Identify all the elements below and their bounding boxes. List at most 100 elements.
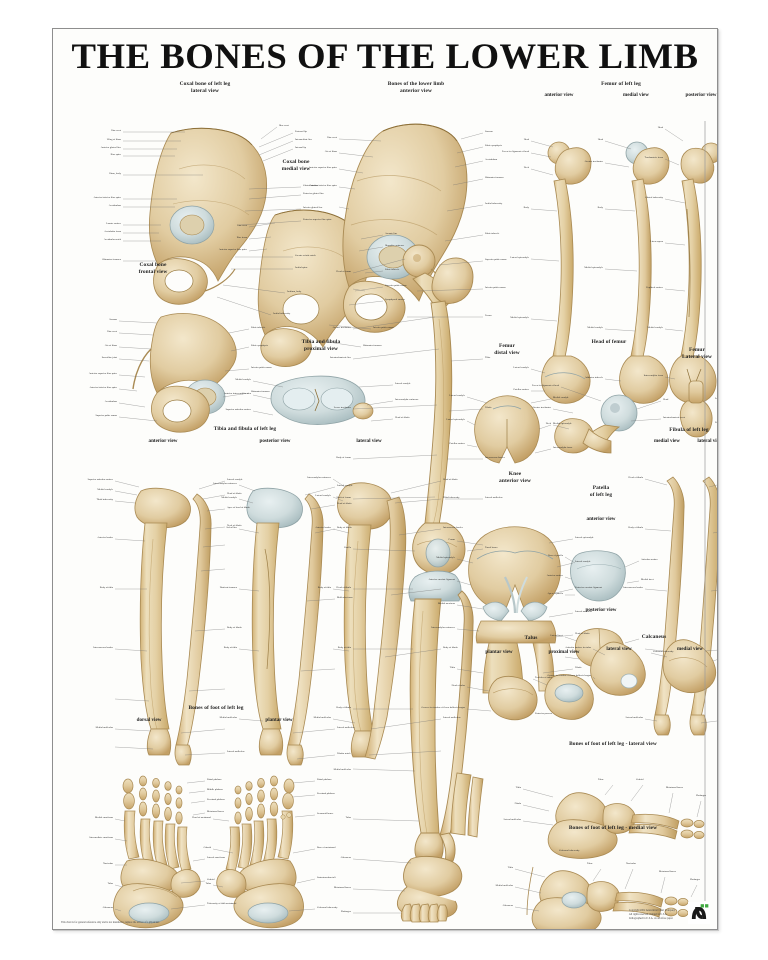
label-coxal-lateral-r-2: Intermediate line xyxy=(295,138,313,141)
label-limb-r-8: Femur xyxy=(485,314,492,317)
tibia-fibula-posterior-illustration xyxy=(246,487,324,766)
label-fd-b: Middle phalanx xyxy=(207,788,223,791)
label-limb-l-20: Talus xyxy=(345,816,351,819)
label-tib-post-0: Intercondylar eminence xyxy=(213,482,237,485)
heading-line: Patella xyxy=(592,485,610,491)
label-fp-h: Cuboid xyxy=(203,846,211,849)
label-limb-l-2: Anterior superior iliac spine xyxy=(308,166,337,169)
label-coxal-medial-0: Iliac crest xyxy=(237,224,247,227)
label-tib-ant-4: Head of fibula xyxy=(227,492,242,495)
label-flat-5: Cuboid xyxy=(636,778,644,781)
section-view-fibula-lateral: lateral view xyxy=(697,438,717,444)
label-hof-0: Fovea for ligament of head xyxy=(531,384,559,387)
section-title-femur: Femur of left leg xyxy=(601,81,641,88)
label-tib-lat-3: Tibial tuberosity xyxy=(443,496,460,499)
label-fd-k: Cuboid xyxy=(207,878,215,881)
label-tib-lat-4: Anterior border xyxy=(315,526,331,529)
label-tib-lat-1: Lateral condyle xyxy=(315,494,331,497)
label-coxal-lateral-r-14: Ischial tuberosity xyxy=(273,312,291,315)
label-limb-r-14: Interosseous border xyxy=(485,456,505,459)
label-femur-post-0: Head xyxy=(657,126,663,129)
label-femur-med-7: Adductor tubercle xyxy=(584,376,603,379)
label-tib-post-9: Lateral malleolus xyxy=(337,726,355,729)
section-title-femur-lateral: Femur Lateral view xyxy=(682,347,712,361)
label-knee-12: Fibula xyxy=(575,666,582,669)
label-limb-l-7: Intertrochanteric line xyxy=(329,356,351,359)
label-coxal-lateral-r-13: Ischium, body xyxy=(287,290,302,293)
label-coxal-frontal-4: Anterior superior iliac spine xyxy=(88,372,117,375)
label-fmed-8: Metatarsal bones xyxy=(659,870,677,873)
label-coxal-medial-4: Iliopubic eminence xyxy=(385,244,405,247)
foot-plantar-illustration xyxy=(216,775,304,929)
section-view-calcaneus-lateral: lateral view xyxy=(606,646,632,652)
label-knee-3: Lateral condyle xyxy=(575,560,591,563)
label-knee-2: Medial epicondyle xyxy=(436,556,455,559)
label-fp-g: Head of metatarsal xyxy=(192,816,211,819)
label-fp-e: Sustentaculum tali xyxy=(317,876,336,879)
label-tfp-2: Intercondylar eminence xyxy=(395,398,419,401)
label-tfp-1: Lateral condyle xyxy=(395,382,411,385)
section-title-foot-lateral: Bones of foot of left leg - lateral view xyxy=(569,741,657,747)
label-tib-lat-0: Intercondylar eminence xyxy=(307,476,331,479)
copyright-line-0: Copyright 2002 Anatomical Chart Company xyxy=(628,909,675,913)
calcaneus-illustration xyxy=(590,639,717,696)
label-knee-6: Posterior cruciate ligament xyxy=(575,586,602,589)
label-coxal-medial-5: Pubic tubercle xyxy=(385,268,400,271)
label-calc-2: Groove for tendon of flexor hallucis lon… xyxy=(547,674,591,677)
label-coxal-lateral-1: Wing of ilium xyxy=(106,138,121,141)
section-title-lower-limb: Bones of the lower limb anterior view xyxy=(388,81,444,95)
femur-anterior-illustration xyxy=(541,141,592,404)
label-limb-r-5: Pubic tubercle xyxy=(485,232,500,235)
label-tib-ant-8: Anterior border xyxy=(97,536,113,539)
heading-view: distal view xyxy=(494,349,520,356)
label-coxal-lateral-10: Obturator foramen xyxy=(102,258,121,261)
label-tib-ant-10: Body of tibia xyxy=(99,586,113,589)
section-title-foot-dorsal-plantar: Bones of foot of left leg xyxy=(188,705,244,711)
label-tib-post-3: Head of fibula xyxy=(337,502,352,505)
label-femur-ant-7: Lateral epicondyle xyxy=(510,256,529,259)
label-femur-ant-0: Head xyxy=(523,138,529,141)
label-pat-4: Medial facet xyxy=(641,578,654,581)
tibia-fibula-proximal-illustration xyxy=(270,375,374,425)
label-fd-4: Lateral epicondyle xyxy=(446,418,465,421)
tibia-fibula-lateral-illustration xyxy=(337,482,407,760)
section-view-tibfib-anterior: anterior view xyxy=(148,438,178,444)
label-fp-d: Base of metatarsal xyxy=(317,846,336,849)
heading-line: Coxal bone xyxy=(282,159,310,165)
label-flat-2: Lateral malleolus xyxy=(503,818,521,821)
label-fmed-1: Medial malleolus xyxy=(495,884,513,887)
label-fd-g: Navicular xyxy=(103,862,113,865)
label-femur-ant-6: Body xyxy=(523,206,529,209)
section-title-coxal-medial: Coxal bone medial view xyxy=(282,159,311,173)
label-coxal-medial-6: Superior pubic ramus xyxy=(385,284,407,287)
label-limb-r-13: Fibula xyxy=(485,406,492,409)
section-title-head-of-femur: Head of femur xyxy=(591,339,627,345)
label-femur-med-4: Body xyxy=(597,206,603,209)
label-limb-l-17: Body of fibula xyxy=(336,706,351,709)
label-limb-l-22: Metatarsal bones xyxy=(333,886,351,889)
label-tib-lat-9: Medial malleolus xyxy=(313,716,331,719)
section-view-patella-anterior: anterior view xyxy=(586,516,616,522)
heading-view: Lateral view xyxy=(681,353,713,360)
section-title-foot-medial: Bones of foot of left leg - medial view xyxy=(568,825,658,831)
label-knee-7: Lateral meniscus xyxy=(575,610,593,613)
section-view-calcaneus-medial: medial view xyxy=(677,646,703,652)
label-talus-0: Head of talus xyxy=(451,684,465,687)
label-calc-3: Calcaneal tuberosity xyxy=(653,650,674,653)
talus-illustration xyxy=(488,674,594,721)
label-knee-8: Medial meniscus xyxy=(437,602,455,605)
label-talus-5: Groove for tendon of flexor hallucis lon… xyxy=(421,706,465,709)
label-coxal-lateral-r-0: Iliac crest xyxy=(279,124,289,127)
label-hof-1: Head xyxy=(663,398,669,401)
label-fd-5: Medial epicondyle xyxy=(553,422,572,425)
heading-view: anterior view xyxy=(400,87,432,94)
label-tib-lat-2: Head of fibula xyxy=(443,478,458,481)
label-limb-l-13: Patella xyxy=(344,546,351,549)
page-title: THE BONES OF THE LOWER LIMB xyxy=(71,36,699,76)
label-tib-ant-7: Tibial tuberosity xyxy=(96,498,113,501)
heading-view: anterior view xyxy=(499,477,531,484)
label-coxal-frontal-7: Superior pubic ramus xyxy=(95,414,117,417)
label-calc-0: Articular surface for talus xyxy=(565,646,591,649)
label-coxal-lateral-4: Ilium, body xyxy=(109,172,121,175)
label-limb-r-3: Obturator foramen xyxy=(485,176,504,179)
